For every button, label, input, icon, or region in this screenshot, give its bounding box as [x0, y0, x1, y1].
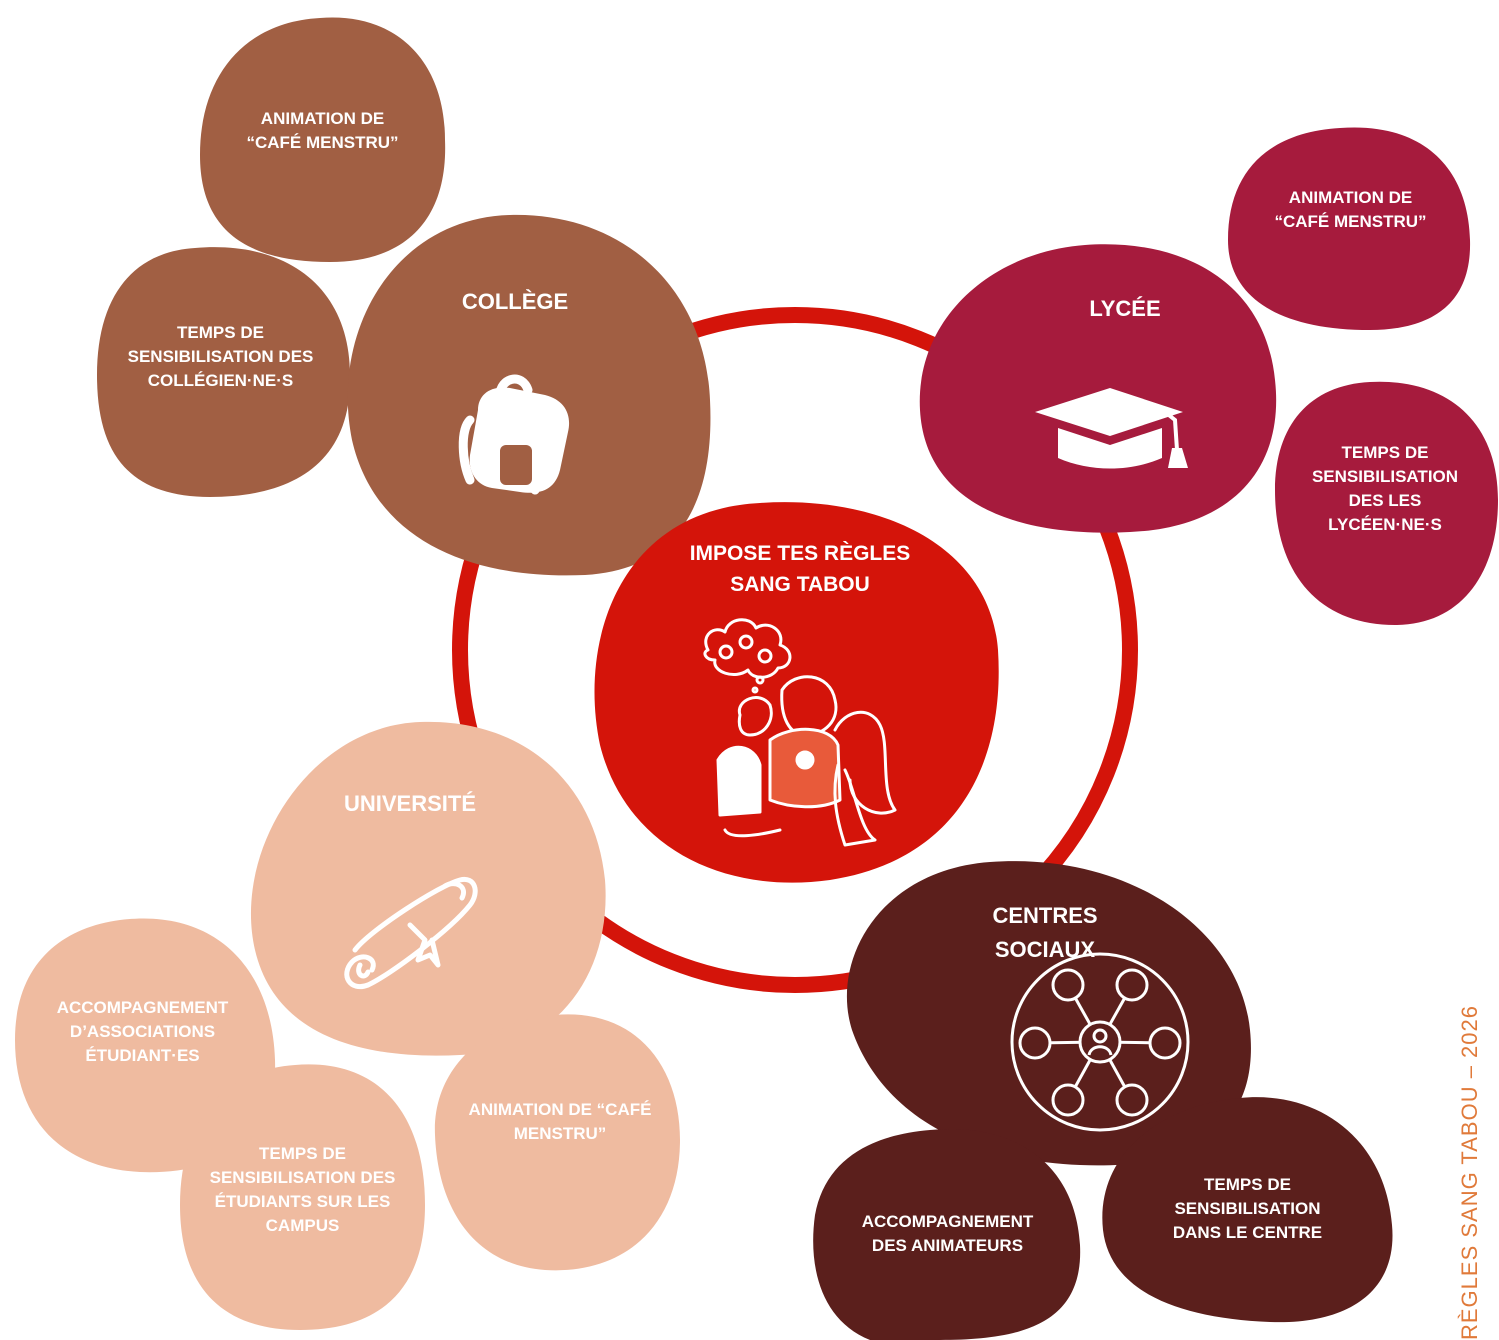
college-item-sensibilisation: TEMPS DE SENSIBILISATION DES COLLÉGIEN·N… [127, 323, 314, 390]
centres-item-sensibilisation: TEMPS DE SENSIBILISATION DANS LE CENTRE [1172, 1175, 1323, 1242]
centres-title: CENTRES SOCIAUX [992, 903, 1098, 962]
lycee-sub-blob-sensibilisation [1275, 381, 1498, 625]
universite-item-campus: TEMPS DE SENSIBILISATION DES ÉTUDIANTS S… [209, 1144, 396, 1235]
diploma-scroll-icon [344, 876, 478, 990]
universite-main-blob [250, 721, 606, 1056]
universite-sub-blob-cafe [434, 1014, 680, 1271]
footer-text: RÈGLES SANG TABOU – 2026 [1457, 1005, 1482, 1340]
lycee-title: LYCÉE [1089, 296, 1161, 321]
universite-item-cafe: ANIMATION DE “CAFÉ MENSTRU” [468, 1100, 652, 1143]
college-sub-blob-sensibilisation [97, 247, 351, 497]
network-people-icon [1010, 952, 1190, 1132]
graduation-cap-icon [1035, 388, 1188, 469]
universite-sub-blob-campus [180, 1064, 425, 1330]
universite-title: UNIVERSITÉ [343, 791, 477, 816]
centres-sub-blob-sensibilisation [1102, 1097, 1393, 1323]
connection-ring [452, 307, 1138, 993]
lycee-item-cafe: ANIMATION DE “CAFÉ MENSTRU” [1274, 188, 1427, 231]
college-title: COLLÈGE [461, 289, 569, 314]
center-title: IMPOSE TES RÈGLES SANG TABOU [689, 542, 911, 596]
lycee-main-blob [919, 244, 1277, 533]
backpack-icon [458, 374, 570, 495]
backpack-pocket [500, 445, 532, 485]
centres-sub-blob-animateurs [813, 1128, 1081, 1340]
people-conversation-icon [703, 618, 897, 847]
lycee-item-sensibilisation: TEMPS DE SENSIBILISATION DES LES LYCÉEN·… [1311, 442, 1459, 534]
centres-item-animateurs: ACCOMPAGNEMENT DES ANIMATEURS [861, 1212, 1034, 1255]
college-sub-blob-cafe [200, 17, 446, 263]
college-item-cafe: ANIMATION DE “CAFÉ MENSTRU” [246, 109, 399, 152]
universite-item-associations: ACCOMPAGNEMENT D’ASSOCIATIONS ÉTUDIANT·E… [56, 998, 229, 1065]
centres-main-blob [846, 861, 1251, 1166]
lycee-sub-blob-cafe [1228, 127, 1471, 331]
center-main-blob [594, 502, 999, 883]
